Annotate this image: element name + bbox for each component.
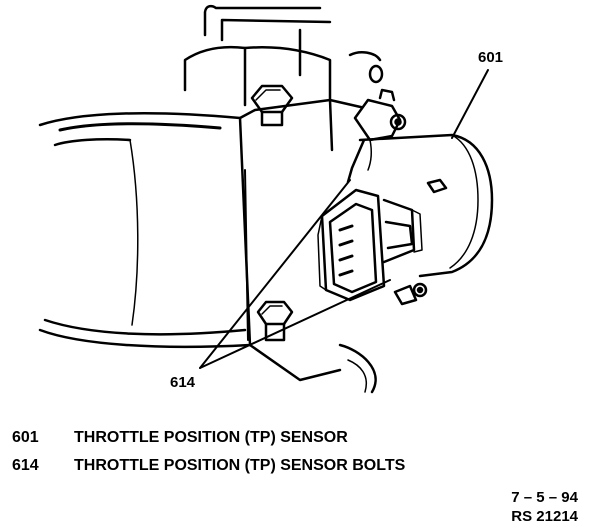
throttle-body-bore — [38, 112, 252, 349]
throttle-body-diagram — [38, 4, 494, 394]
leader-614-lower — [199, 279, 391, 369]
legend-description: THROTTLE POSITION (TP) SENSOR BOLTS — [74, 457, 406, 474]
callout-614-label: 614 — [170, 374, 196, 391]
leader-601 — [451, 69, 489, 139]
leader-lines — [199, 69, 489, 369]
lower-bolt — [256, 300, 294, 342]
drawing-ref-number: RS 21214 — [511, 508, 578, 525]
throttle-lever — [346, 88, 407, 184]
drawing-reference-stamp: 7 – 5 – 94 RS 21214 — [511, 488, 578, 526]
drawing-date: 7 – 5 – 94 — [511, 489, 578, 506]
parts-legend: 601 THROTTLE POSITION (TP) SENSOR 614 TH… — [12, 424, 405, 480]
leader-614-upper — [199, 179, 351, 369]
tp-sensor — [358, 133, 494, 278]
tp-sensor-connector — [317, 188, 423, 302]
legend-row: 601 THROTTLE POSITION (TP) SENSOR — [12, 424, 405, 452]
legend-number: 614 — [12, 457, 39, 474]
callout-601-label: 601 — [478, 49, 504, 66]
throttle-body-housing — [183, 4, 384, 107]
legend-row: 614 THROTTLE POSITION (TP) SENSOR BOLTS — [12, 452, 405, 480]
legend-number: 601 — [12, 429, 39, 446]
sensor-screw-heads — [393, 282, 428, 306]
legend-description: THROTTLE POSITION (TP) SENSOR — [74, 429, 348, 446]
